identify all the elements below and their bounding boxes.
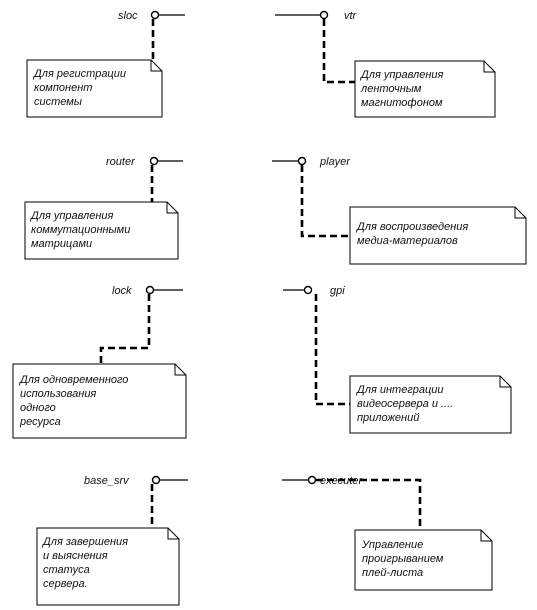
note-gpi: Для интеграции видеосервера и .... прило…: [349, 375, 512, 434]
note-text-executer: Управление проигрыванием плей-листа: [361, 539, 446, 579]
dependency-gpi: [314, 294, 352, 406]
note-base_srv: Для завершения и выяснения статуса серве…: [36, 527, 180, 606]
lollipop-gpi: [303, 285, 313, 295]
dependency-executer: [316, 478, 422, 530]
lollipop-player: [297, 156, 307, 166]
lollipop-executer: [307, 475, 317, 485]
interface-sloc: sloc Для регистрации компонент системы: [26, 10, 185, 118]
lollipop-lock: [145, 285, 155, 295]
lollipop-base_srv: [151, 475, 161, 485]
lollipop-sloc: [150, 10, 160, 20]
interface-executer: executer Управление проигрыванием плей-л…: [282, 475, 493, 591]
note-router: Для управления коммутационными матрицами: [24, 201, 179, 260]
dependency-vtr: [322, 19, 365, 84]
note-text-gpi: Для интеграции видеосервера и .... прило…: [355, 384, 456, 424]
note-text-vtr: Для управления ленточным магнитофоном: [359, 69, 446, 109]
interface-player: player Для воспроизведения медиа-материа…: [272, 156, 527, 265]
interface-label-gpi: gpi: [330, 285, 345, 297]
note-vtr: Для управления ленточным магнитофоном: [354, 60, 496, 118]
interface-vtr: vtr Для управления ленточным магнитофоно…: [275, 10, 496, 118]
note-lock: Для одновременного использования одного …: [12, 363, 187, 439]
interface-lock: lock Для одновременного использования од…: [12, 285, 187, 439]
interface-base_srv: base_srv Для завершения и выяснения стат…: [36, 475, 188, 606]
interface-gpi: gpi Для интеграции видеосервера и .... п…: [283, 285, 512, 434]
interface-label-base_srv: base_srv: [84, 475, 130, 487]
dependency-player: [300, 165, 352, 238]
interface-label-vtr: vtr: [344, 10, 358, 22]
interface-label-player: player: [319, 156, 351, 168]
interface-label-sloc: sloc: [118, 10, 138, 22]
dependency-lock: [99, 294, 151, 365]
note-text-base_srv: Для завершения и выяснения статуса серве…: [41, 536, 131, 590]
note-text-player: Для воспроизведения медиа-материалов: [355, 221, 471, 247]
note-executer: Управление проигрыванием плей-листа: [354, 529, 493, 591]
lollipop-router: [149, 156, 159, 166]
note-text-router: Для управления коммутационными матрицами: [29, 210, 133, 250]
interface-label-lock: lock: [112, 285, 132, 297]
lollipop-vtr: [319, 10, 329, 20]
note-player: Для воспроизведения медиа-материалов: [349, 206, 527, 265]
note-text-sloc: Для регистрации компонент системы: [32, 68, 129, 108]
note-sloc: Для регистрации компонент системы: [26, 59, 163, 118]
interface-label-executer: executer: [320, 475, 364, 487]
interface-router: router Для управления коммутационными ма…: [24, 156, 183, 260]
note-text-lock: Для одновременного использования одного …: [18, 374, 131, 428]
interface-label-router: router: [106, 156, 136, 168]
